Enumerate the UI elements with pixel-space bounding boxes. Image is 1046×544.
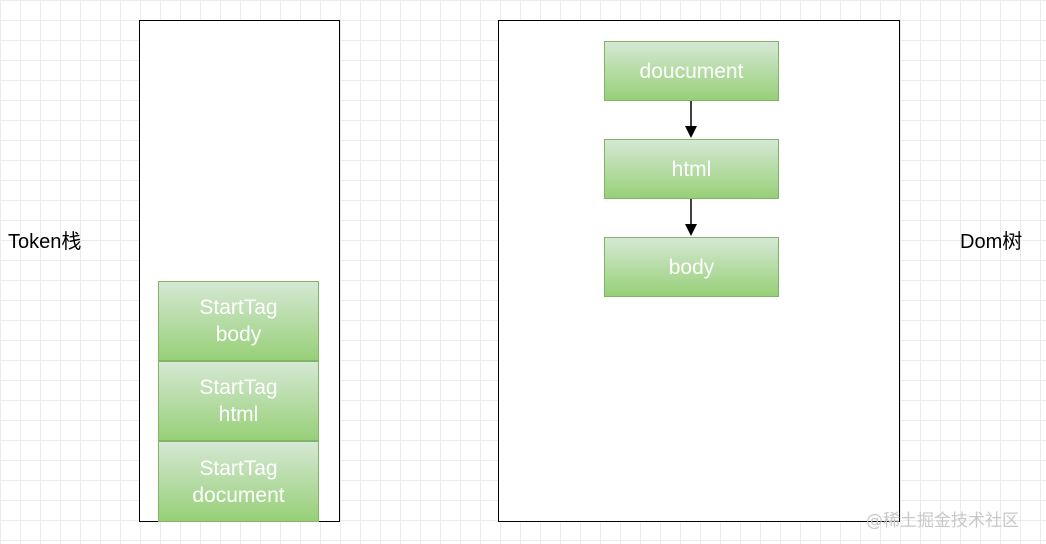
edge-document-to-html bbox=[685, 101, 697, 138]
tree-node-body: body bbox=[604, 237, 779, 297]
edge-html-to-body bbox=[685, 199, 697, 236]
stack-item-html-type: StartTag bbox=[199, 376, 278, 399]
dom-tree-label: Dom树 bbox=[960, 231, 1023, 253]
stack-item-body: StartTag body bbox=[158, 281, 319, 361]
watermark: @稀土掘金技术社区 bbox=[866, 511, 1019, 531]
stack-item-document: StartTag document bbox=[158, 441, 319, 522]
stack-item-html: StartTag html bbox=[158, 361, 319, 441]
tree-node-html: html bbox=[604, 139, 779, 199]
stack-item-body-tag: body bbox=[215, 323, 262, 346]
stack-item-body-type: StartTag bbox=[199, 296, 278, 319]
token-stack-label: Token栈 bbox=[8, 231, 82, 253]
stack-item-html-tag: html bbox=[218, 403, 259, 426]
stack-item-document-type: StartTag bbox=[199, 456, 278, 480]
stack-item-document-tag: document bbox=[192, 483, 285, 507]
tree-node-document: doucument bbox=[604, 41, 779, 101]
